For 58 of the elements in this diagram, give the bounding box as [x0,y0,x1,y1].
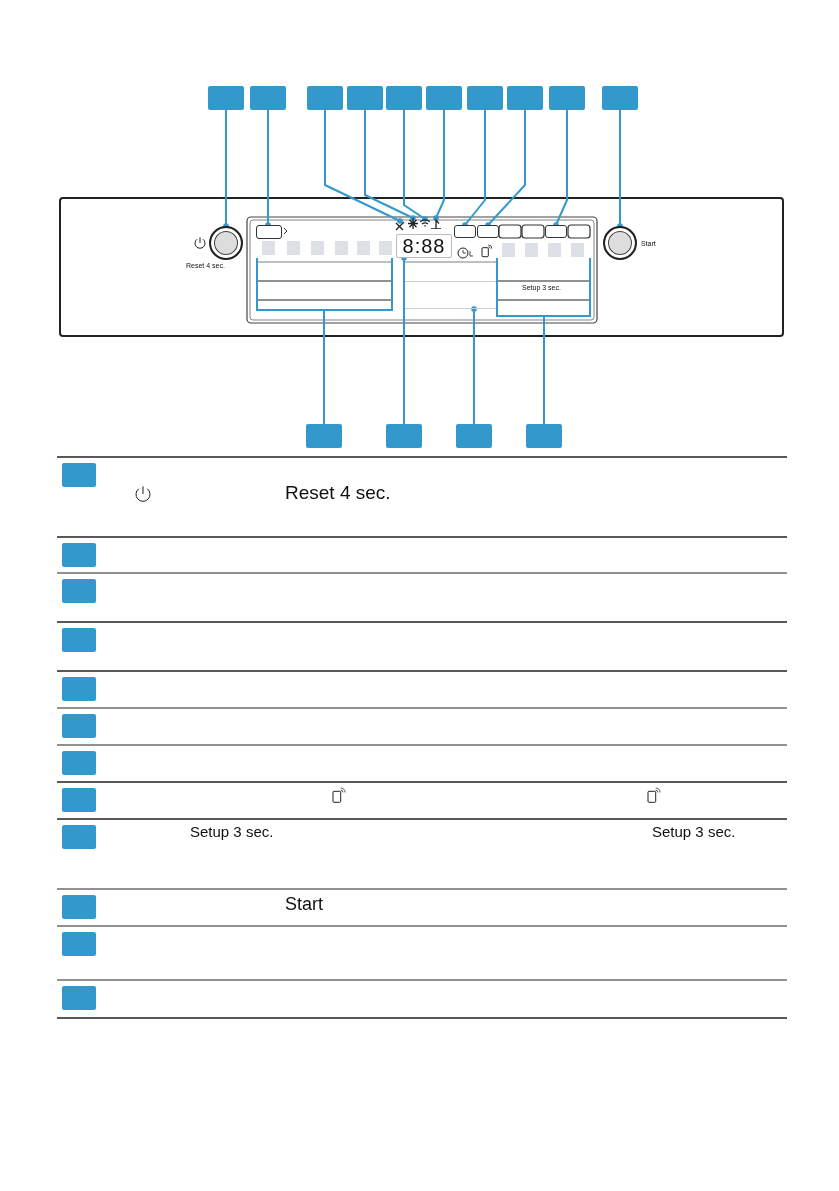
leader-line [403,109,428,222]
function-name: Reset 4 sec. [285,482,391,504]
callout-number [62,788,96,812]
leader-line [223,109,229,229]
status-icon [431,218,441,229]
bracket [496,258,591,317]
function-name: Setup 3 sec. [190,823,274,840]
option-button [477,225,499,238]
callout-number [62,677,96,701]
leader-line [617,109,623,229]
start-knob [603,226,637,260]
status-icon [395,221,405,231]
leader-line [324,109,403,224]
callout-number [250,86,286,110]
status-icon [408,218,418,229]
program-button [256,225,282,239]
callout-number [456,424,492,448]
leader-line [543,316,545,425]
callout-number [62,628,96,652]
leader-line [433,109,445,221]
display-panel-strip [405,281,497,309]
callout-number [62,895,96,919]
leader-line [323,310,325,425]
power-knob [209,226,243,260]
leader-line [364,109,416,221]
callout-number [62,714,96,738]
option-button [545,225,567,238]
function-name: Setup 3 sec. [652,823,736,840]
option-button [454,225,476,238]
callout-number [386,424,422,448]
callout-number [426,86,462,110]
leader-line [462,109,486,228]
callout-number [62,986,96,1010]
callout-number [347,86,383,110]
function-name: Start [285,894,323,915]
callout-number [62,751,96,775]
leader-line [265,109,271,228]
callout-number [386,86,422,110]
display-window [396,234,452,258]
callout-number [549,86,585,110]
callout-number [467,86,503,110]
callout-number [62,543,96,567]
bracket [256,258,393,311]
display-digits: 8:88 [402,236,446,256]
leader-line [471,306,477,425]
callout-number [526,424,562,448]
status-icon [420,219,430,228]
callout-number [602,86,638,110]
callout-number [507,86,543,110]
leader-line [553,109,568,228]
leader-line [485,109,526,228]
callout-number [208,86,244,110]
callout-number [307,86,343,110]
callout-number [62,825,96,849]
callout-number [306,424,342,448]
callout-number [62,932,96,956]
callout-number [62,463,96,487]
callout-number [62,579,96,603]
